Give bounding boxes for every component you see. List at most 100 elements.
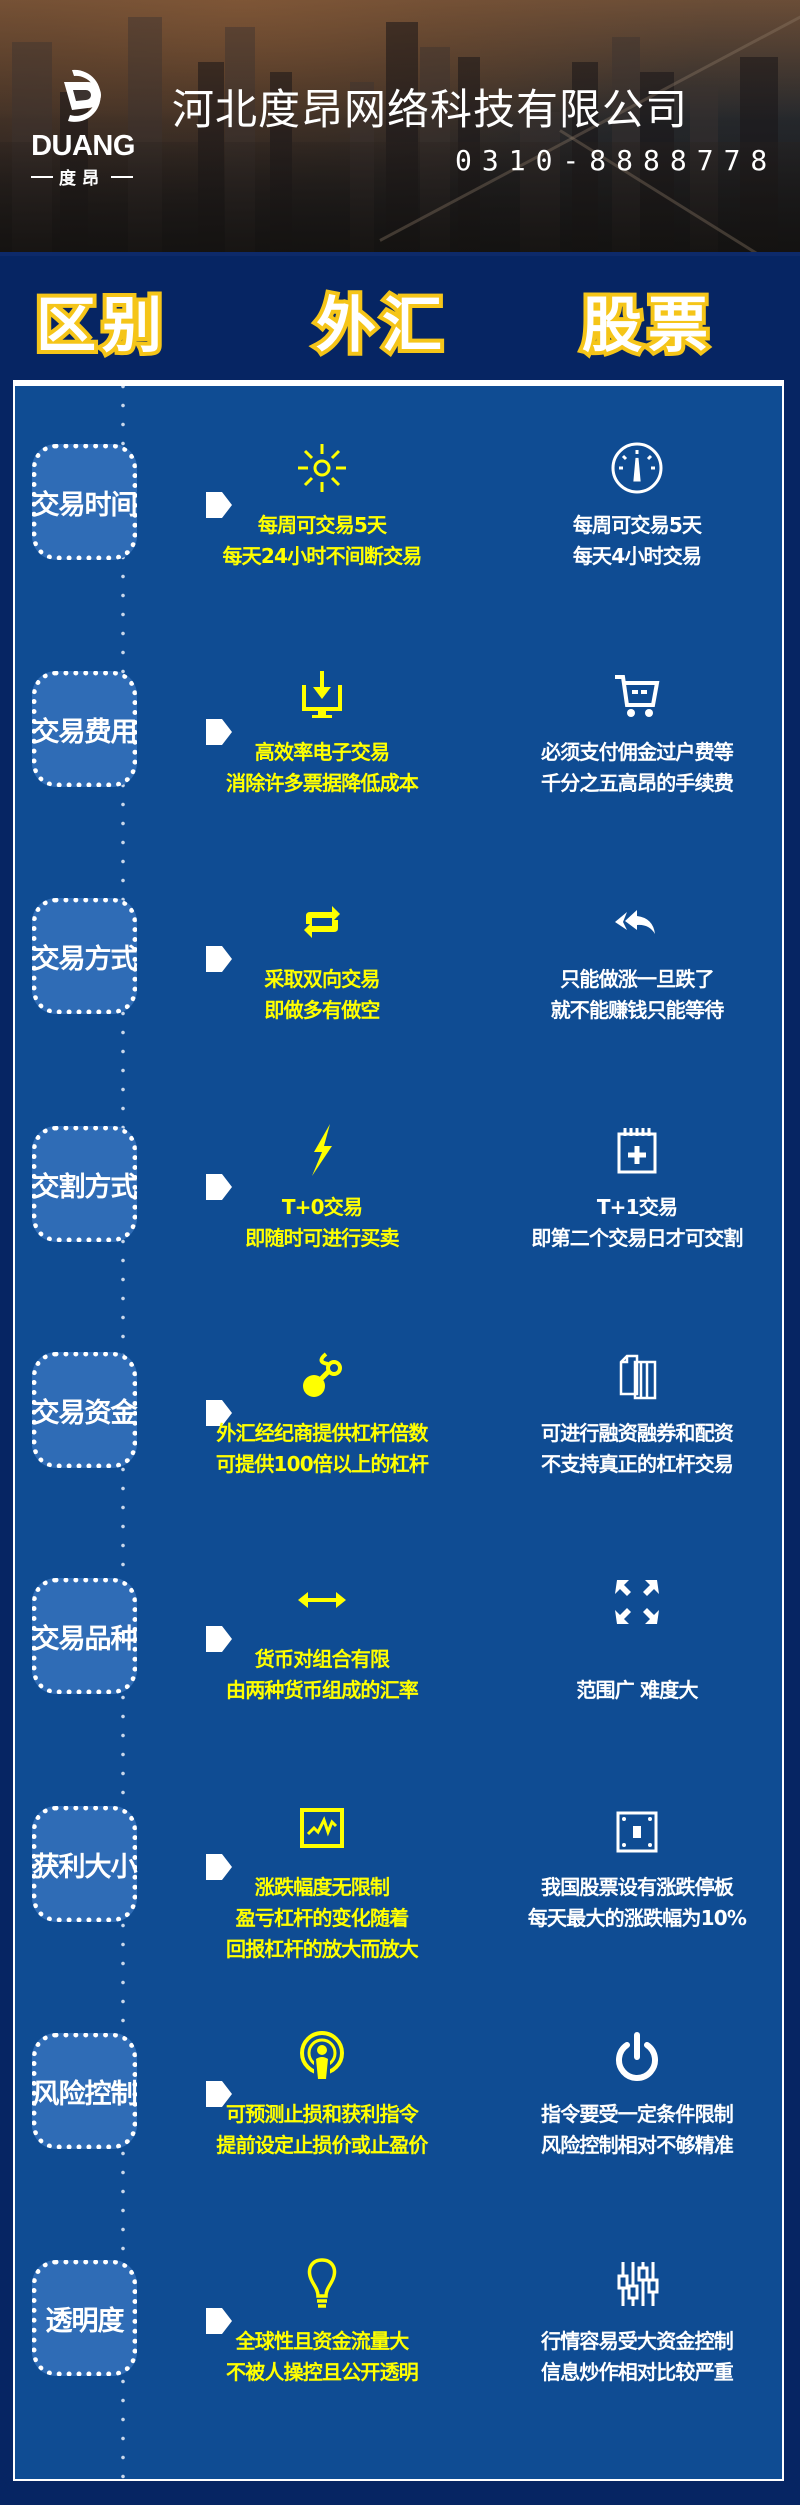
stock-line: 信息炒作相对比较严重 [541,2360,734,2384]
forex-line: 全球性且资金流量大 [235,2329,410,2353]
stock-line: 只能做涨一旦跌了 [560,967,714,991]
stock-cell: 可进行融资融券和配资不支持真正的杠杆交易 [487,1348,787,1480]
comparison-row-capital: 交易资金 外汇经纪商提供杠杆倍数可提供100倍以上的杠杆 可进行融资融券和配资不… [15,1348,786,1508]
category-box: 交易品种 [32,1578,138,1694]
forex-line: 提前设定止损价或止盈价 [216,2133,428,2157]
stock-line: 范围广 难度大 [576,1678,698,1702]
forex-cell: 每周可交易5天每天24小时不间断交易 [159,440,485,572]
stock-cell: T+1交易即第二个交易日才可交割 [487,1122,787,1254]
stock-line: 每天最大的涨跌幅为10% [527,1906,747,1930]
logo-dash [111,175,133,178]
arrow-right-icon [206,492,232,518]
forex-line: 采取双向交易 [264,967,380,991]
stock-cell: 行情容易受大资金控制信息炒作相对比较严重 [487,2256,787,2388]
category-label: 交易时间 [32,489,138,521]
category-label: 透明度 [45,2305,125,2337]
stock-cell: 范围广 难度大 [487,1574,787,1706]
stock-line: 不支持真正的杠杆交易 [541,1452,734,1476]
kettlebell-link-icon [303,1352,342,1397]
category-label: 交割方式 [32,1171,138,1203]
forex-line: 盈亏杠杆的变化随着 [235,1906,410,1930]
lightbulb-icon [307,2258,337,2308]
forex-cell: 涨跌幅度无限制盈亏杠杆的变化随着回报杠杆的放大而放大 [159,1802,485,1965]
city-ground [0,142,800,252]
framed-square-icon [616,1811,658,1853]
pulse-chart-icon [300,1808,344,1848]
category-box: 交易费用 [32,671,138,787]
comparison-row-profit: 获利大小 涨跌幅度无限制盈亏杠杆的变化随着回报杠杆的放大而放大 我国股票设有涨跌… [15,1802,786,1962]
category-box: 交割方式 [32,1126,138,1242]
category-label: 获利大小 [32,1851,138,1883]
forex-cell: 可预测止损和获利指令提前设定止损价或止盈价 [159,2029,485,2161]
stock-line: 就不能赚钱只能等待 [550,998,725,1022]
expand-arrows-icon [615,1580,659,1624]
forex-cell: 采取双向交易即做多有做空 [159,894,485,1026]
category-label: 风险控制 [32,2078,138,2110]
phone-number[interactable]: 0310-8888778 [455,144,778,177]
power-icon [616,2032,658,2081]
category-box: 交易资金 [32,1352,138,1468]
category-box: 获利大小 [32,1806,138,1922]
arrow-right-icon [206,2308,232,2334]
stock-cell: 只能做涨一旦跌了就不能赚钱只能等待 [487,894,787,1026]
category-label: 交易资金 [32,1397,138,1429]
horizontal-arrows-icon [298,1592,346,1608]
forex-line: 即随时可进行买卖 [245,1226,399,1250]
reply-all-icon [615,910,655,934]
stock-cell: 必须支付佣金过户费等千分之五高昂的手续费 [487,667,787,799]
forex-line: 外汇经纪商提供杠杆倍数 [216,1421,428,1445]
forex-line: 高效率电子交易 [254,740,390,764]
column-header-forex: 外汇 [312,291,448,361]
stock-line: 千分之五高昂的手续费 [541,771,734,795]
forex-line: 回报杠杆的放大而放大 [226,1937,419,1961]
stock-cell: 我国股票设有涨跌停板每天最大的涨跌幅为10% [487,1802,787,1934]
category-box: 透明度 [32,2260,137,2376]
stock-line: 我国股票设有涨跌停板 [541,1875,734,1899]
forex-line: 可提供100倍以上的杠杆 [215,1452,429,1476]
two-way-arrows-icon [304,906,340,938]
stock-line: 每天4小时交易 [572,544,702,568]
comparison-row-trading-cost: 交易费用 高效率电子交易消除许多票据降低成本 必须支付佣金过户费等千分之五高昂的… [15,667,786,827]
logo-subtitle: 度昂 [24,164,140,189]
forex-line: 每周可交易5天 [257,513,387,537]
arrow-right-icon [206,1626,232,1652]
category-box: 交易方式 [32,898,138,1014]
comparison-row-trading-method: 交易方式 采取双向交易即做多有做空 只能做涨一旦跌了就不能赚钱只能等待 [15,894,786,1054]
forex-cell: 全球性且资金流量大不被人操控且公开透明 [159,2256,485,2388]
arrow-right-icon [206,2081,232,2107]
forex-line: T+0交易 [281,1195,363,1219]
gauge-icon [611,442,663,494]
category-label: 交易费用 [32,716,138,748]
forex-cell: 外汇经纪商提供杠杆倍数可提供100倍以上的杠杆 [159,1348,485,1480]
stock-line: 行情容易受大资金控制 [541,2329,734,2353]
arrow-right-icon [206,719,232,745]
stock-line: 即第二个交易日才可交割 [531,1226,743,1250]
stock-line: 指令要受一定条件限制 [541,2102,734,2126]
logo-wordmark: DUANG [31,130,135,162]
download-monitor-icon [302,671,342,718]
arrow-right-icon [206,1400,232,1426]
comparison-row-settlement: 交割方式 T+0交易即随时可进行买卖 T+1交易即第二个交易日才可交割 [15,1122,786,1282]
forex-line: 不被人操控且公开透明 [226,2360,419,2384]
forex-line: 由两种货币组成的汇率 [226,1678,419,1702]
stock-line [487,1644,787,1675]
comparison-row-instruments: 交易品种 货币对组合有限由两种货币组成的汇率 范围广 难度大 [15,1574,786,1734]
column-header-category: 区别 [32,291,168,361]
forex-cell: 货币对组合有限由两种货币组成的汇率 [159,1574,485,1706]
stock-line: T+1交易 [596,1195,678,1219]
comparison-row-trading-time: 交易时间 每周可交易5天每天24小时不间断交易 每周可交易5天每天4小时交易 [15,440,786,600]
hero-banner: DUANG 度昂 河北度昂网络科技有限公司 0310-8888778 [0,0,800,252]
arrow-right-icon [206,1854,232,1880]
forex-cell: T+0交易即随时可进行买卖 [159,1122,485,1254]
broadcast-person-icon [300,2031,344,2085]
company-logo: DUANG 度昂 [20,64,140,189]
category-label: 交易品种 [32,1623,138,1655]
forex-line: 消除许多票据降低成本 [226,771,419,795]
comparison-panel: 交易时间 每周可交易5天每天24小时不间断交易 每周可交易5天每天4小时交易 交… [13,380,784,2481]
stock-cell: 指令要受一定条件限制风险控制相对不够精准 [487,2029,787,2161]
stock-line: 可进行融资融券和配资 [541,1421,734,1445]
sun-icon [298,444,346,492]
candlestick-icon [617,2262,659,2306]
forex-line: 即做多有做空 [264,998,380,1022]
category-label: 交易方式 [32,943,138,975]
